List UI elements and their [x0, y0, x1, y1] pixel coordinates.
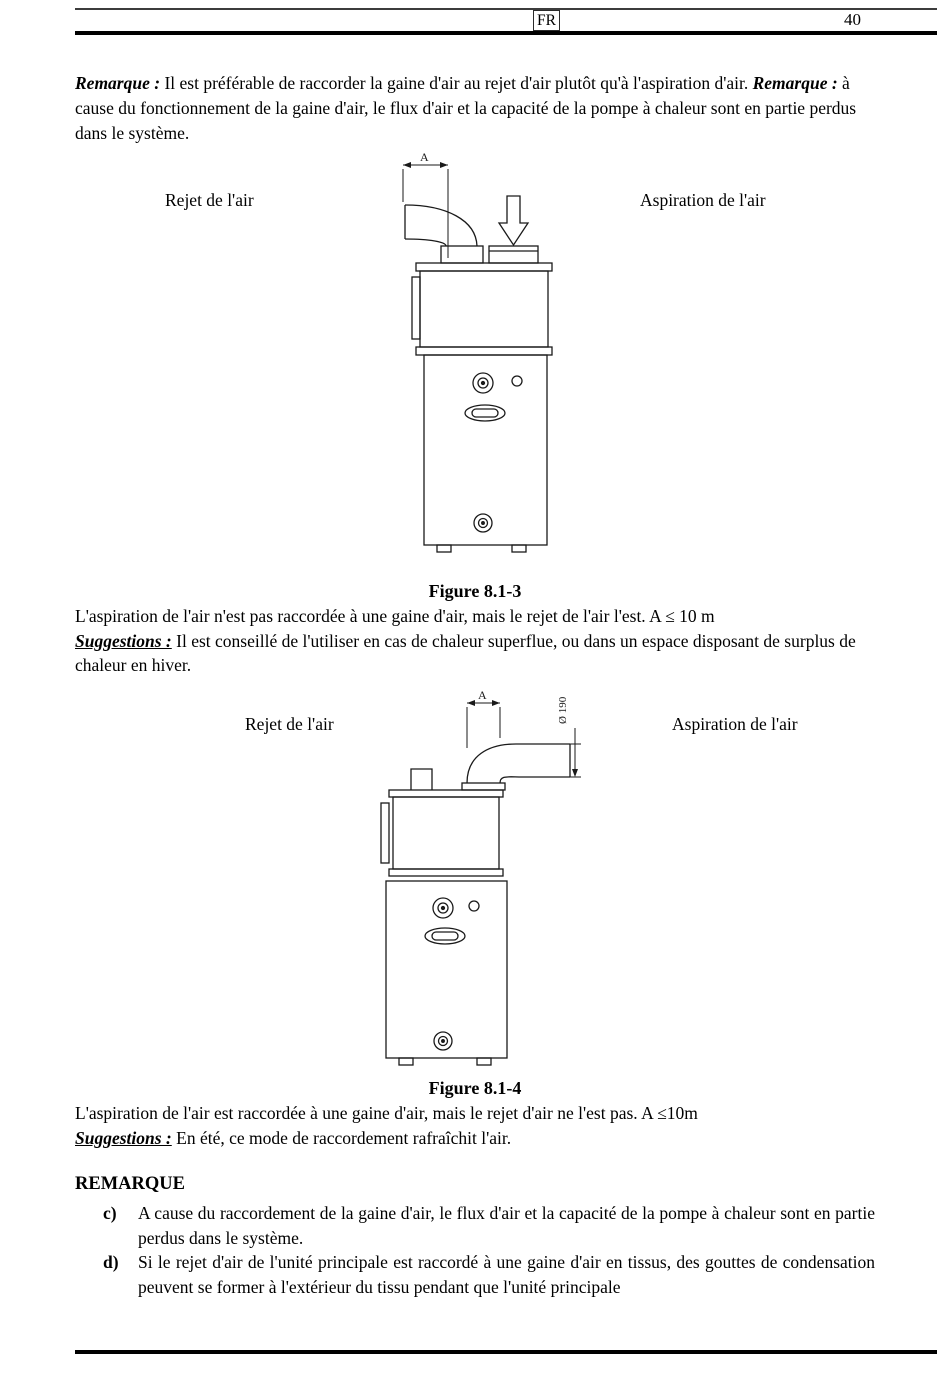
- figure-8-1-3: Rejet de l'air Aspiration de l'air A: [0, 150, 950, 590]
- dimension-a: A: [402, 150, 449, 258]
- figure-2-text: L'aspiration de l'air est raccordée à un…: [75, 1101, 881, 1150]
- lower-cabinet: [423, 354, 548, 553]
- air-outlet-label: Rejet de l'air: [245, 714, 334, 734]
- figure-8-1-3-caption: Figure 8.1-3: [428, 581, 522, 601]
- intro-text-1: Il est préférable de raccorder la gaine …: [164, 73, 749, 93]
- header-bottom-rule: [75, 31, 937, 35]
- footer-rule: [75, 1350, 937, 1354]
- remarque-inline-label: Remarque :: [752, 73, 838, 93]
- language-code-badge: FR: [533, 10, 560, 31]
- upper-cabinet: [411, 262, 553, 356]
- diameter-label: Ø 190: [557, 696, 569, 724]
- dimension-a-label: A: [420, 150, 429, 164]
- suggestions-label: Suggestions :: [75, 1127, 172, 1148]
- page-number: 40: [844, 10, 861, 29]
- air-intake-label: Aspiration de l'air: [640, 190, 766, 210]
- outlet-stub: [410, 768, 433, 790]
- page-header: FR 40: [75, 8, 937, 35]
- remarque-list: c) A cause du raccordement de la gaine d…: [75, 1201, 875, 1299]
- figure-1-description: L'aspiration de l'air n'est pas raccordé…: [75, 606, 715, 626]
- figure-8-1-4-caption: Figure 8.1-4: [428, 1078, 522, 1098]
- dimension-diameter: Ø 190: [557, 696, 581, 778]
- header-row: FR 40: [75, 10, 937, 31]
- figure-8-1-4-drawing: A Ø 190: [380, 690, 581, 1066]
- dimension-a-label: A: [478, 690, 487, 702]
- heat-pump-diagram: A: [402, 150, 553, 553]
- list-item-text: Si le rejet d'air de l'unité principale …: [138, 1252, 875, 1297]
- intake-port: [488, 245, 539, 264]
- list-item-text: A cause du raccordement de la gaine d'ai…: [138, 1203, 875, 1248]
- air-duct-elbow: [404, 204, 484, 264]
- upper-cabinet: [380, 789, 504, 877]
- lower-cabinet: [385, 880, 508, 1066]
- figure-1-text: L'aspiration de l'air n'est pas raccordé…: [75, 604, 881, 678]
- dimension-a: A: [466, 690, 501, 748]
- header-top-rule: [75, 8, 937, 10]
- list-item: d) Si le rejet d'air de l'unité principa…: [75, 1250, 875, 1299]
- remarque-heading: REMARQUE: [75, 1174, 185, 1194]
- remarque-inline-label: Remarque :: [75, 73, 161, 93]
- air-intake-label: Aspiration de l'air: [672, 714, 798, 734]
- suggestions-text: En été, ce mode de raccordement rafraîch…: [176, 1127, 512, 1148]
- airflow-down-arrow-icon: [497, 195, 530, 247]
- list-item: c) A cause du raccordement de la gaine d…: [75, 1201, 875, 1250]
- intro-text-2: à cause du fonctionnement de la gaine d'…: [75, 73, 857, 143]
- figure-2-description: L'aspiration de l'air est raccordée à un…: [75, 1103, 698, 1123]
- figure-8-1-3-drawing: A: [402, 150, 553, 553]
- figure-8-1-4: Rejet de l'air Aspiration de l'air A Ø 1…: [0, 690, 950, 1075]
- suggestions-text: Il est conseillé de l'utiliser en cas de…: [75, 630, 856, 676]
- figure-1-suggestion: Suggestions : Il est conseillé de l'util…: [75, 629, 881, 678]
- suggestions-label: Suggestions :: [75, 630, 172, 651]
- list-item-marker: c): [103, 1203, 117, 1223]
- figure-2-suggestion: Suggestions : En été, ce mode de raccord…: [75, 1126, 881, 1151]
- air-outlet-label: Rejet de l'air: [165, 190, 254, 210]
- intro-paragraph: Remarque : Il est préférable de raccorde…: [75, 71, 878, 146]
- air-duct-elbow: [461, 743, 571, 791]
- list-item-marker: d): [103, 1252, 119, 1273]
- heat-pump-diagram: A Ø 190: [380, 690, 581, 1066]
